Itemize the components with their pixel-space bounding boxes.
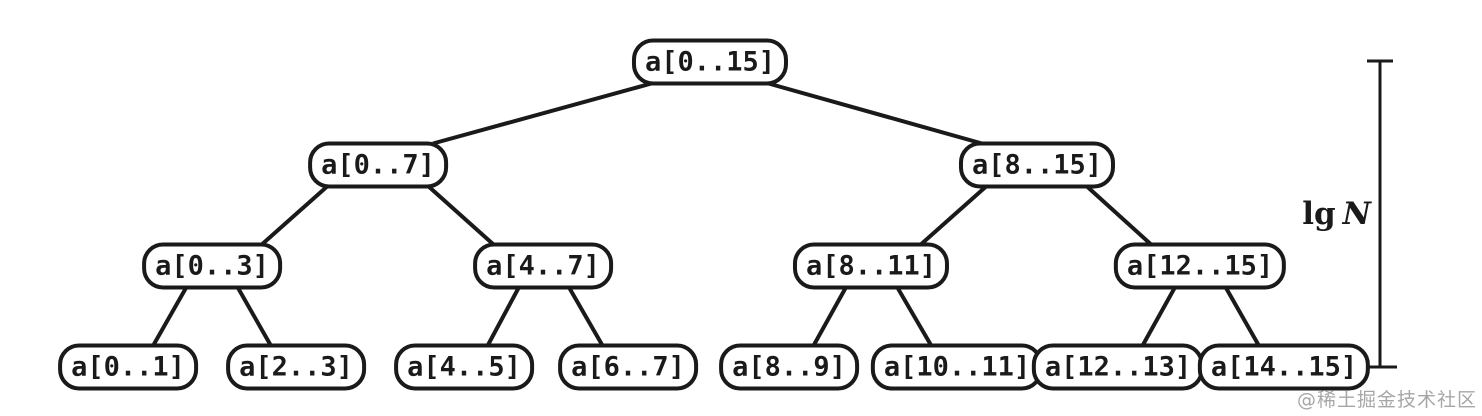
tree-edge bbox=[151, 285, 189, 347]
tree-node-n14_15: a[14..15] bbox=[1197, 343, 1371, 391]
tree-edge bbox=[1140, 285, 1178, 347]
tree-edge bbox=[566, 285, 605, 347]
tree-node-n4_7: a[4..7] bbox=[473, 242, 613, 290]
tree-node-n0_1: a[0..1] bbox=[58, 343, 198, 391]
tree-node-n12_15: a[12..15] bbox=[1113, 242, 1287, 290]
tree-node-n6_7: a[6..7] bbox=[558, 343, 698, 391]
tree-node-n2_3: a[2..3] bbox=[226, 343, 366, 391]
watermark: @稀土掘金技术社区 bbox=[1296, 389, 1477, 411]
tree-edge bbox=[485, 285, 522, 347]
tree-edge bbox=[895, 285, 933, 347]
tree-node-n4_5: a[4..5] bbox=[394, 343, 534, 391]
tree-node-n0_7: a[0..7] bbox=[308, 141, 448, 189]
tree-edge bbox=[1084, 184, 1153, 246]
tree-edge bbox=[811, 285, 849, 347]
tree-edge bbox=[260, 184, 330, 246]
tree-node-n0_15: a[0..15] bbox=[631, 38, 789, 86]
tree-node-n8_11: a[8..11] bbox=[792, 242, 950, 290]
tree-edge bbox=[432, 80, 656, 146]
tree-edge bbox=[426, 184, 495, 246]
tree-edge bbox=[764, 80, 983, 146]
tree-node-n8_15: a[8..15] bbox=[958, 141, 1116, 189]
depth-label-variable: N bbox=[1342, 196, 1371, 232]
tree-node-n8_9: a[8..9] bbox=[719, 343, 859, 391]
tree-node-n0_3: a[0..3] bbox=[142, 242, 282, 290]
tree-edge bbox=[919, 184, 989, 246]
tree-edge bbox=[235, 285, 273, 347]
tree-node-n12_13: a[12..13] bbox=[1031, 343, 1205, 391]
depth-label-function: lg bbox=[1302, 196, 1336, 232]
tree-node-n10_11: a[10..11] bbox=[870, 343, 1044, 391]
tree-edge bbox=[1223, 285, 1261, 347]
